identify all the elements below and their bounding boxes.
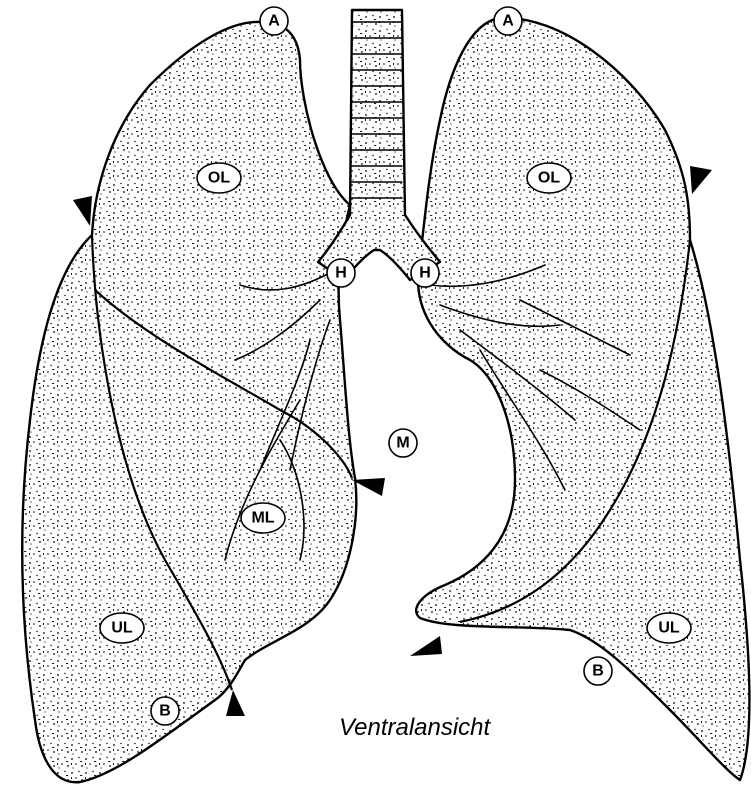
label-hilum-left: H bbox=[327, 259, 355, 287]
label-base-right: B bbox=[584, 657, 612, 685]
arrowhead-lower-center bbox=[410, 636, 442, 656]
label-upper-lobe-right: OL bbox=[527, 163, 571, 193]
left-lung bbox=[416, 18, 749, 780]
svg-text:ML: ML bbox=[251, 510, 274, 527]
label-apex-left: A bbox=[260, 7, 288, 35]
svg-text:OL: OL bbox=[208, 170, 230, 187]
trachea-outline bbox=[318, 10, 440, 280]
svg-text:UL: UL bbox=[111, 620, 133, 637]
svg-text:UL: UL bbox=[658, 620, 680, 637]
svg-text:B: B bbox=[159, 703, 171, 720]
label-middle-lobe: ML bbox=[241, 503, 285, 533]
label-apex-right: A bbox=[494, 7, 522, 35]
arrowhead-lower-left bbox=[226, 690, 245, 716]
arrowhead-upper-left bbox=[73, 196, 92, 226]
arrowhead-upper-right bbox=[690, 166, 712, 194]
label-lower-lobe-left: UL bbox=[100, 613, 144, 643]
right-lung-outline bbox=[22, 22, 356, 782]
trachea bbox=[318, 10, 440, 280]
label-base-left: B bbox=[151, 697, 179, 725]
label-lower-lobe-right: UL bbox=[647, 613, 691, 643]
svg-text:H: H bbox=[419, 265, 431, 282]
svg-text:H: H bbox=[335, 265, 347, 282]
svg-text:B: B bbox=[592, 663, 604, 680]
svg-text:A: A bbox=[268, 13, 280, 30]
label-upper-lobe-left: OL bbox=[197, 163, 241, 193]
label-hilum-right: H bbox=[411, 259, 439, 287]
right-lung bbox=[22, 22, 356, 782]
label-mediastinum: M bbox=[389, 429, 417, 457]
svg-text:OL: OL bbox=[538, 170, 560, 187]
left-lung-outline bbox=[416, 18, 749, 780]
svg-text:A: A bbox=[502, 13, 514, 30]
svg-text:M: M bbox=[396, 435, 409, 452]
caption: Ventralansicht bbox=[339, 714, 492, 741]
